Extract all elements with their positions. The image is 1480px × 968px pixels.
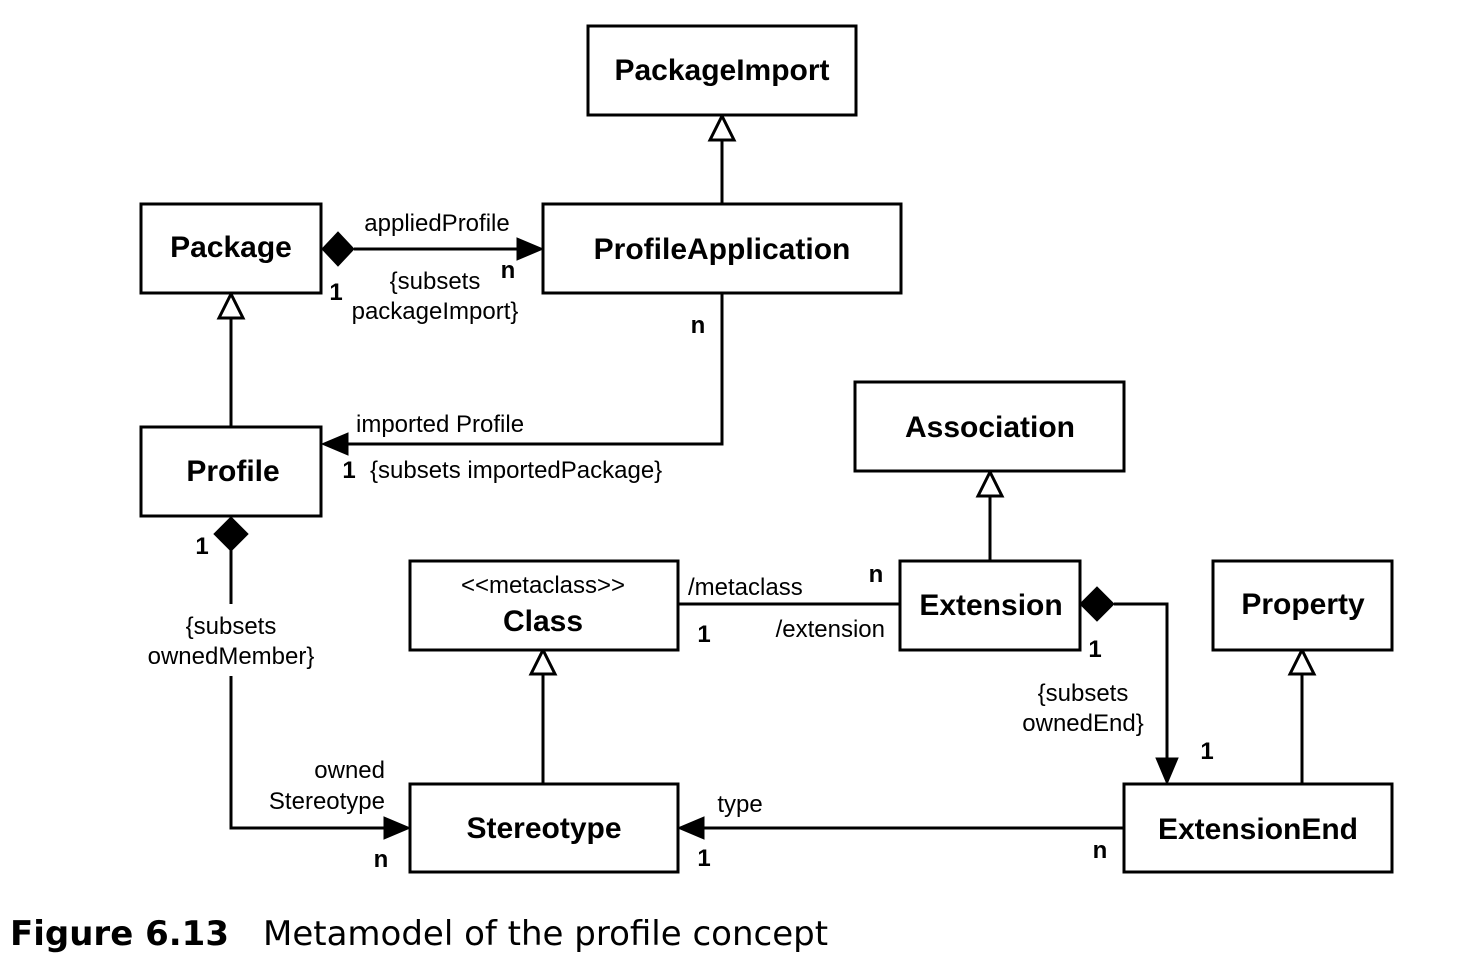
generalization-arrowhead <box>707 112 737 142</box>
class-box-property[interactable]: Property <box>1211 559 1394 652</box>
navigability-arrowhead <box>1155 757 1179 786</box>
class-box-profileapplication[interactable]: ProfileApplication <box>541 202 903 295</box>
role-label-imported-profile: imported Profile <box>356 411 524 438</box>
class-box-profile[interactable]: Profile <box>139 425 323 518</box>
association-owned-stereotype <box>229 676 396 830</box>
generalization-arrowhead <box>528 646 558 676</box>
multiplicity: 1 <box>697 621 710 648</box>
multiplicity: 1 <box>342 457 355 484</box>
class-name: Property <box>1241 588 1365 621</box>
multiplicity: n <box>501 257 516 284</box>
constraint-owned-end: {subsets <box>1038 680 1129 707</box>
role-label-owned-stereotype: Stereotype <box>269 788 385 815</box>
class-box-class[interactable]: <<metaclass>> Class <box>408 559 680 652</box>
multiplicity: n <box>691 312 706 339</box>
class-name: Class <box>503 605 583 638</box>
class-box-package[interactable]: Package <box>139 202 323 295</box>
class-name: ProfileApplication <box>594 233 851 266</box>
generalization-arrowhead <box>975 468 1005 498</box>
figure-caption: Figure 6.13 Metamodel of the profile conc… <box>10 914 828 954</box>
constraint-owned-stereotype: {subsets <box>186 613 277 640</box>
association-imported-profile <box>336 294 724 446</box>
multiplicity: n <box>869 561 884 588</box>
navigability-arrowhead <box>320 432 349 456</box>
class-name: Extension <box>919 589 1062 622</box>
navigability-arrowhead <box>516 237 545 261</box>
navigability-arrowhead <box>676 816 705 840</box>
composition-diamond <box>321 231 355 267</box>
generalization-arrowhead <box>1287 646 1317 676</box>
composition-diamond <box>1079 586 1115 622</box>
multiplicity: 1 <box>1088 636 1101 663</box>
class-box-stereotype[interactable]: Stereotype <box>408 782 680 874</box>
class-name: Association <box>905 411 1075 444</box>
composition-diamond <box>213 516 249 552</box>
multiplicity: 1 <box>1200 738 1213 765</box>
multiplicity: n <box>1093 837 1108 864</box>
navigability-arrowhead <box>383 816 412 840</box>
constraint-owned-end: ownedEnd} <box>1022 710 1143 737</box>
multiplicity: 1 <box>195 533 208 560</box>
class-box-packageimport[interactable]: PackageImport <box>586 24 858 117</box>
class-box-extension[interactable]: Extension <box>898 559 1082 652</box>
multiplicity: 1 <box>697 845 710 872</box>
class-name: Profile <box>186 455 279 488</box>
uml-class-diagram: PackageImport Package ProfileApplication… <box>139 24 1394 874</box>
role-label-type: type <box>717 791 762 818</box>
class-box-association[interactable]: Association <box>853 380 1126 473</box>
constraint-imported-profile: {subsets importedPackage} <box>370 457 662 484</box>
constraint-applied-profile: packageImport} <box>352 298 519 325</box>
figure-caption-text: Metamodel of the profile concept <box>262 914 829 954</box>
role-label-owned-stereotype: owned <box>314 757 385 784</box>
association-owned-end <box>1114 602 1169 770</box>
class-box-extensionend[interactable]: ExtensionEnd <box>1122 782 1394 874</box>
class-name: ExtensionEnd <box>1158 813 1358 846</box>
multiplicity: n <box>374 846 389 873</box>
stereotype-label: <<metaclass>> <box>461 572 625 599</box>
generalization-arrowhead <box>216 290 246 320</box>
role-label-metaclass: /metaclass <box>688 574 803 601</box>
multiplicity: 1 <box>329 279 342 306</box>
role-label-applied-profile: appliedProfile <box>364 210 509 237</box>
constraint-owned-stereotype: ownedMember} <box>148 643 315 670</box>
class-name: Stereotype <box>466 812 621 845</box>
constraint-applied-profile: {subsets <box>390 268 481 295</box>
figure-number: Figure 6.13 <box>10 914 229 954</box>
role-label-extension: /extension <box>776 616 885 643</box>
class-name: PackageImport <box>614 54 829 87</box>
class-name: Package <box>170 231 292 264</box>
